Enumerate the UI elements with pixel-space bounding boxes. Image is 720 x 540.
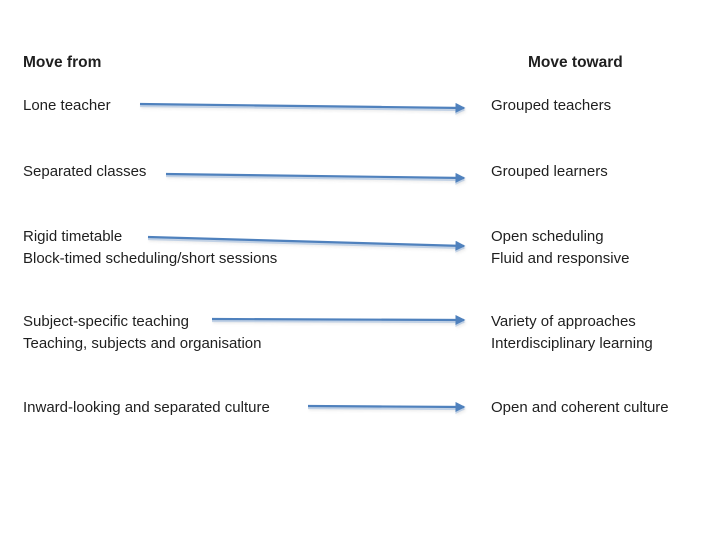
move-toward-item: Open and coherent culture bbox=[491, 399, 669, 416]
move-from-item: Inward-looking and separated culture bbox=[23, 399, 270, 416]
move-from-item: Separated classes bbox=[23, 163, 147, 180]
move-toward-item: Variety of approaches Interdisciplinary … bbox=[491, 313, 653, 352]
move-toward-item: Grouped learners bbox=[491, 163, 608, 180]
move-from-item: Lone teacher bbox=[23, 97, 111, 114]
move-toward-item: Grouped teachers bbox=[491, 97, 612, 114]
column-header-move-toward: Move toward bbox=[528, 54, 623, 71]
right-arrow-icon-row-2 bbox=[165, 172, 466, 183]
right-arrow-icon-row-5 bbox=[307, 401, 466, 412]
move-from-item: Rigid timetable Block-timed scheduling/s… bbox=[23, 228, 278, 267]
move-from-item: Subject-specific teaching Teaching, subj… bbox=[23, 313, 262, 352]
move-toward-item: Open scheduling Fluid and responsive bbox=[491, 228, 630, 267]
right-arrow-icon-row-1 bbox=[139, 102, 466, 113]
column-header-move-from: Move from bbox=[23, 54, 102, 71]
